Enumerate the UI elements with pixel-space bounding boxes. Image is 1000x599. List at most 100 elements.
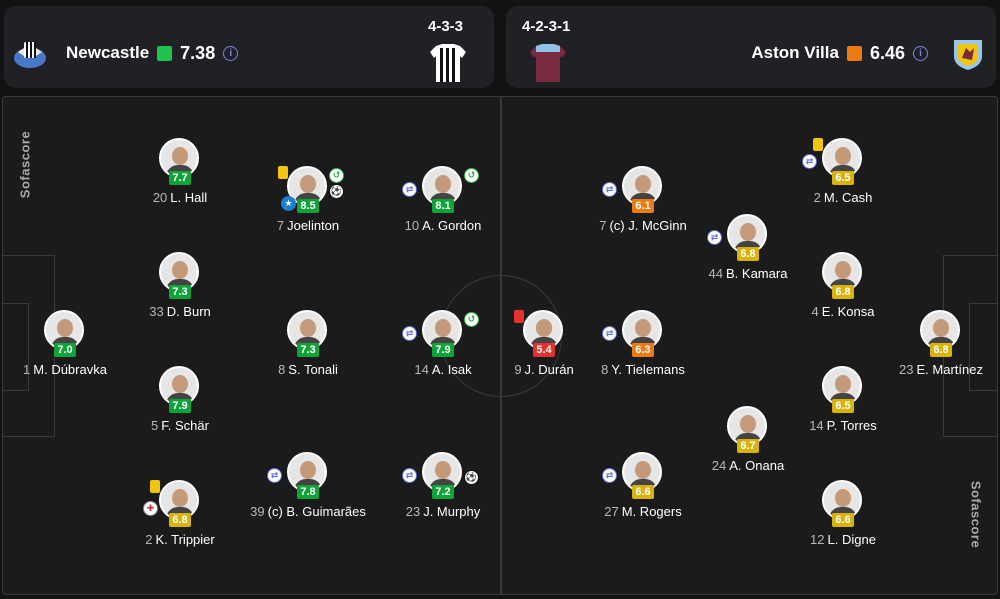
assist-icon: ✚ — [143, 501, 158, 516]
player-number: 24 — [711, 458, 727, 473]
home-shirt-icon — [430, 44, 466, 82]
player-name: Y. Tielemans — [611, 362, 685, 377]
away-team-name[interactable]: Aston Villa — [751, 43, 839, 62]
substitution-icon: ⇄ — [402, 182, 417, 197]
player-name: A. Gordon — [422, 218, 482, 233]
player-name-label: 39(c) B. Guimarães — [243, 504, 373, 519]
player-number: 4 — [811, 304, 819, 319]
substituted-off-icon: ↺ — [329, 168, 344, 183]
newcastle-crest-icon — [14, 42, 46, 68]
info-icon[interactable]: i — [913, 45, 928, 61]
player-number: 10 — [404, 218, 420, 233]
away-goal-area — [969, 303, 997, 391]
player-rating: 7.0 — [54, 343, 76, 357]
player-photo — [822, 138, 862, 178]
player-name: J. Durán — [524, 362, 574, 377]
substituted-off-icon: ↺ — [464, 312, 479, 327]
player-rating: 6.3 — [632, 343, 654, 357]
player-name: A. Onana — [729, 458, 785, 473]
substituted-off-icon: ↺ — [464, 168, 479, 183]
player-number: 14 — [414, 362, 429, 377]
player-rating: 7.7 — [169, 171, 191, 185]
substitution-icon: ⇄ — [402, 326, 417, 341]
player-name: P. Torres — [826, 418, 877, 433]
player-rating: 6.8 — [930, 343, 952, 357]
away-rating-indicator — [846, 45, 862, 61]
player-name: (c) B. Guimarães — [267, 504, 366, 519]
player-number: 9 — [514, 362, 522, 377]
player-number: 20 — [152, 190, 168, 205]
player-photo — [159, 366, 199, 406]
player-of-match-star-icon: ★ — [281, 196, 296, 211]
player-name: M. Cash — [823, 190, 873, 205]
player-number: 14 — [809, 418, 824, 433]
player-rating: 6.5 — [832, 171, 854, 185]
aston-villa-crest-icon — [954, 40, 982, 70]
home-team-name[interactable]: Newcastle — [66, 43, 150, 62]
player-number: 2 — [145, 532, 153, 547]
player-number: 12 — [810, 532, 825, 547]
substitution-icon: ⇄ — [602, 468, 617, 483]
player-name: A. Isak — [431, 362, 472, 377]
player-name-label: 7(c) J. McGinn — [578, 218, 708, 233]
player-photo — [44, 310, 84, 350]
player-number: 27 — [604, 504, 619, 519]
player-number: 23 — [899, 362, 914, 377]
goal-ball-icon: ⚽ — [464, 470, 479, 485]
substitution-icon: ⇄ — [802, 154, 817, 169]
home-team-card[interactable]: Newcastle 7.38 i 4-3-3 — [4, 6, 494, 88]
player-rating: 8.5 — [297, 199, 319, 213]
player-number: 39 — [250, 504, 265, 519]
player-name: K. Trippier — [155, 532, 215, 547]
player-name: M. Dúbravka — [33, 362, 107, 377]
player-rating: 6.6 — [832, 513, 854, 527]
player-name: J. Murphy — [423, 504, 481, 519]
info-icon[interactable]: i — [223, 45, 239, 61]
substitution-icon: ⇄ — [402, 468, 417, 483]
player-rating: 7.3 — [297, 343, 319, 357]
player-name: E. Martínez — [916, 362, 983, 377]
player-rating: 6.1 — [632, 199, 654, 213]
player-number: 8 — [278, 362, 286, 377]
home-formation: 4-3-3 — [428, 18, 464, 35]
player-number: 2 — [813, 190, 821, 205]
player-name: M. Rogers — [621, 504, 682, 519]
away-team-card[interactable]: 4-2-3-1 Aston Villa 6.46 i — [506, 6, 996, 88]
player-number: 5 — [151, 418, 159, 433]
